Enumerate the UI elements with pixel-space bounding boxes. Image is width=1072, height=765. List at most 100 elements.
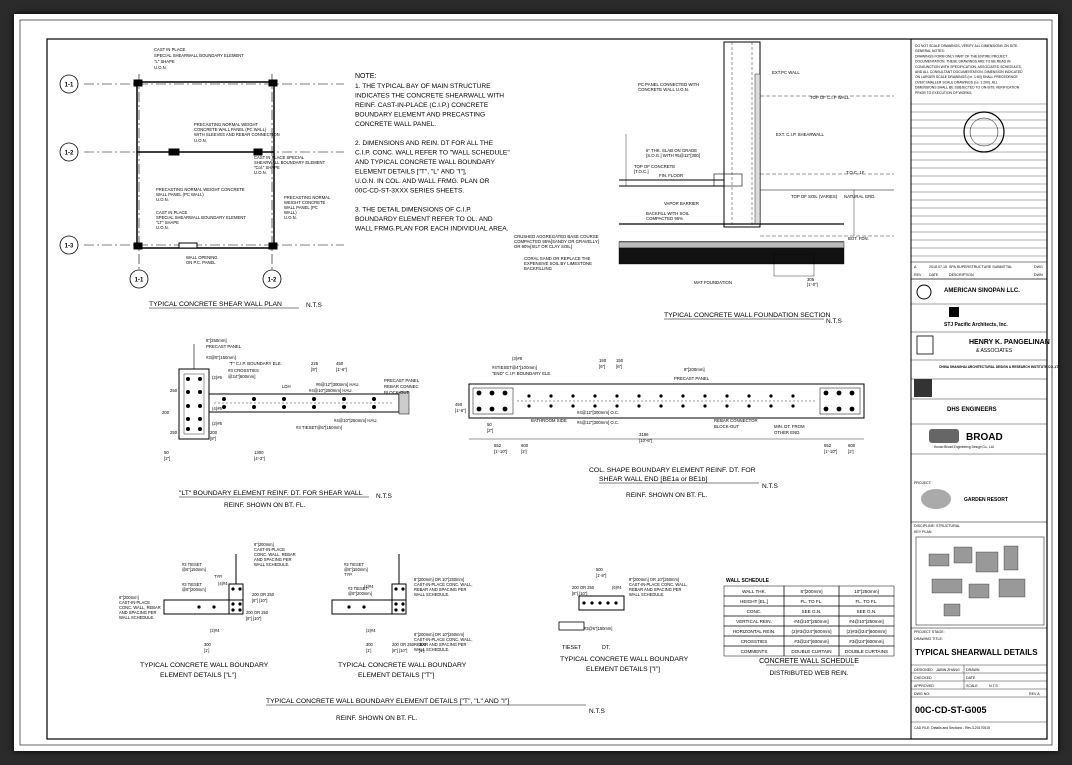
col-label: #4TIESET@4"[100mm] (492, 365, 537, 370)
l-detail-label: (2)#4 (210, 628, 220, 633)
i-detail (558, 595, 625, 631)
l-detail-label: WALL SCHEDULE. (254, 562, 289, 567)
t-detail-label: @6"[150mm] (344, 567, 368, 572)
t-detail-label: (2)#4 (366, 628, 376, 633)
general-note: DRAWINGS FORM ONLY PART OF THE ENTIRE PR… (915, 54, 1007, 58)
dt-label: DT. (602, 645, 611, 651)
precast-panel (398, 391, 410, 415)
t-detail-label: [1'] (419, 648, 424, 653)
rebar-dot (823, 406, 829, 412)
firm-name: HENRY K. PANGELINAN (969, 339, 1050, 346)
rev-head: DATE (929, 273, 939, 277)
rebar-dot (252, 405, 256, 409)
schedule-cell-text: VERTICAL REIN. (736, 619, 772, 624)
l-detail-label: @8"[200mm] (182, 587, 206, 592)
t-detail-label: 8"[200mm] OR 10"[250mm] (414, 577, 464, 582)
foundation-label: TOP OF C.I.P WALL (810, 95, 850, 100)
rebar-dot (502, 390, 508, 396)
l-detail-label: CAST-IN-PLACE (254, 547, 285, 552)
lt-label: REBAR CONNEC (384, 384, 419, 389)
lt-label: (2)#6 (212, 375, 223, 380)
plan-label: U.O.N. (284, 215, 297, 220)
rebar-dot (637, 404, 641, 408)
t-title: TYPICAL CONCRETE WALL BOUNDARY (338, 662, 467, 669)
schedule-cell-text: SEE G.N. (802, 609, 822, 614)
shear-wall-plan (84, 74, 344, 269)
rebar-dot (791, 404, 795, 408)
l-detail-label: AND SPACING PER (119, 610, 157, 615)
plan-label: WITH SLEEVES AND REBAR CONNECTION (194, 132, 280, 137)
rebar-dot (342, 405, 346, 409)
schedule-title: WALL SCHEDULE (726, 578, 770, 584)
rebar-dot (703, 394, 707, 398)
col-label: [1'-10"] (824, 449, 837, 454)
col-label: [2'] (521, 449, 527, 454)
drawing-title: TYPICAL SHEARWALL DETAILS (915, 648, 1038, 657)
drawing-title-label: DRAWING TITLE: (914, 637, 943, 641)
firm-logo (916, 335, 934, 355)
key-plan-block (953, 546, 973, 564)
rebar-dot (342, 397, 346, 401)
note-line: C.I.P. CONC. WALL REFER TO "WALL SCHEDUL… (355, 150, 510, 157)
rebar-dot (198, 417, 202, 421)
foundation-label: COMPACTED 95%[SANDY OR GRAVELLY] (514, 239, 599, 244)
engineer-seal (963, 111, 1005, 153)
t-detail-label: 300 (419, 642, 427, 647)
col-label: BLOCK-OUT (714, 424, 739, 429)
schedule-cell-text: HORIZONTAL REIN. (733, 629, 776, 634)
wall-opening (178, 242, 198, 249)
key-plan-block (1003, 545, 1019, 571)
l-detail-label: [8"] [10"] (246, 616, 261, 621)
plan-label: SPECIAL SHEARWALL BOUNDARY ELEMENT (156, 215, 246, 220)
col-nts: N.T.S (762, 483, 779, 490)
lt-label: #4@10"[250mm] HAU. (309, 388, 353, 393)
l-detail-label: CONC. WALL, REBAR (119, 605, 161, 610)
rev-head: DESCRIPTION (949, 273, 974, 277)
t-detail-label: 300 (366, 642, 374, 647)
rebar-dot (198, 427, 202, 431)
plan-label: WEIGHT CONCRETE (284, 200, 326, 205)
general-note: CONJUNCTION WITH SPECIFICATION, ASSOCIAT… (915, 65, 1022, 69)
plan-label: WALL) (284, 210, 297, 215)
schedule-cell (838, 645, 895, 657)
lt-label: #3 TIESET@6"[150mm] (296, 425, 342, 430)
note-line: BOUNDARDY ELEMENT REFER TO OL. AND (355, 216, 493, 223)
plan-label: PRECASTING NORMAL WEIGHT CONCRETE (156, 187, 245, 192)
col-label: 150 (599, 358, 607, 363)
shearwall-body (723, 41, 761, 228)
col-rebar-dots (476, 390, 855, 412)
t-detail-label: REBAR AND SPACING PER (414, 587, 467, 592)
lt-label: #3@6"[150mm] (206, 355, 236, 360)
foundation-label: TOP OF CONCRETE (634, 164, 675, 169)
l-detail-label: 200 OR 250 (252, 592, 275, 597)
schedule-cell-text: FL. TO FL. (800, 599, 822, 604)
l-detail-label: [8"] [10"] (252, 598, 267, 603)
scale-label: SCALE (966, 684, 978, 688)
lt-nts: N.T.S (376, 493, 393, 500)
lt-label: 225 (311, 361, 319, 366)
l-detail-label: AND SPACING PER (254, 557, 292, 562)
schedule-cell-text: 10"[250mm] (854, 589, 879, 594)
lt-label: [1'-6"] (336, 367, 347, 372)
rebar-dot (222, 405, 226, 409)
i-detail-label: [8"] [10"] (572, 591, 587, 596)
coral-sand (618, 247, 845, 265)
scale-value: N.T.S (989, 684, 998, 688)
firm-name: DHS ENGINEERS (947, 407, 997, 413)
note-line: AND TYPICAL CONCRETE WALL BOUNDARY (355, 159, 496, 166)
grid-bubble-label: 1-1 (65, 83, 74, 89)
bottom-sub: REINF. SHOWN ON BT. FL. (336, 715, 417, 722)
rebar-dot (489, 390, 495, 396)
note-line: REINF. CAST-IN-PLACE (C.I.P.) CONCRETE (355, 102, 489, 109)
l-detail-label: CONC. WALL, REBAR (254, 552, 296, 557)
plan-label: SHEARWALL BOUNDARY ELEMENT (254, 160, 326, 165)
foundation-label: 305 (807, 277, 815, 282)
lt-label: @24"[600mm] (228, 374, 255, 379)
rebar-dot (615, 394, 619, 398)
rebar-dot (312, 397, 316, 401)
date-label: DATE (966, 676, 976, 680)
key-plan-block (928, 553, 950, 567)
dim-box (773, 253, 815, 277)
boundary-element (268, 242, 278, 250)
note-line: CONCRETE WALL PANEL. (355, 121, 436, 128)
